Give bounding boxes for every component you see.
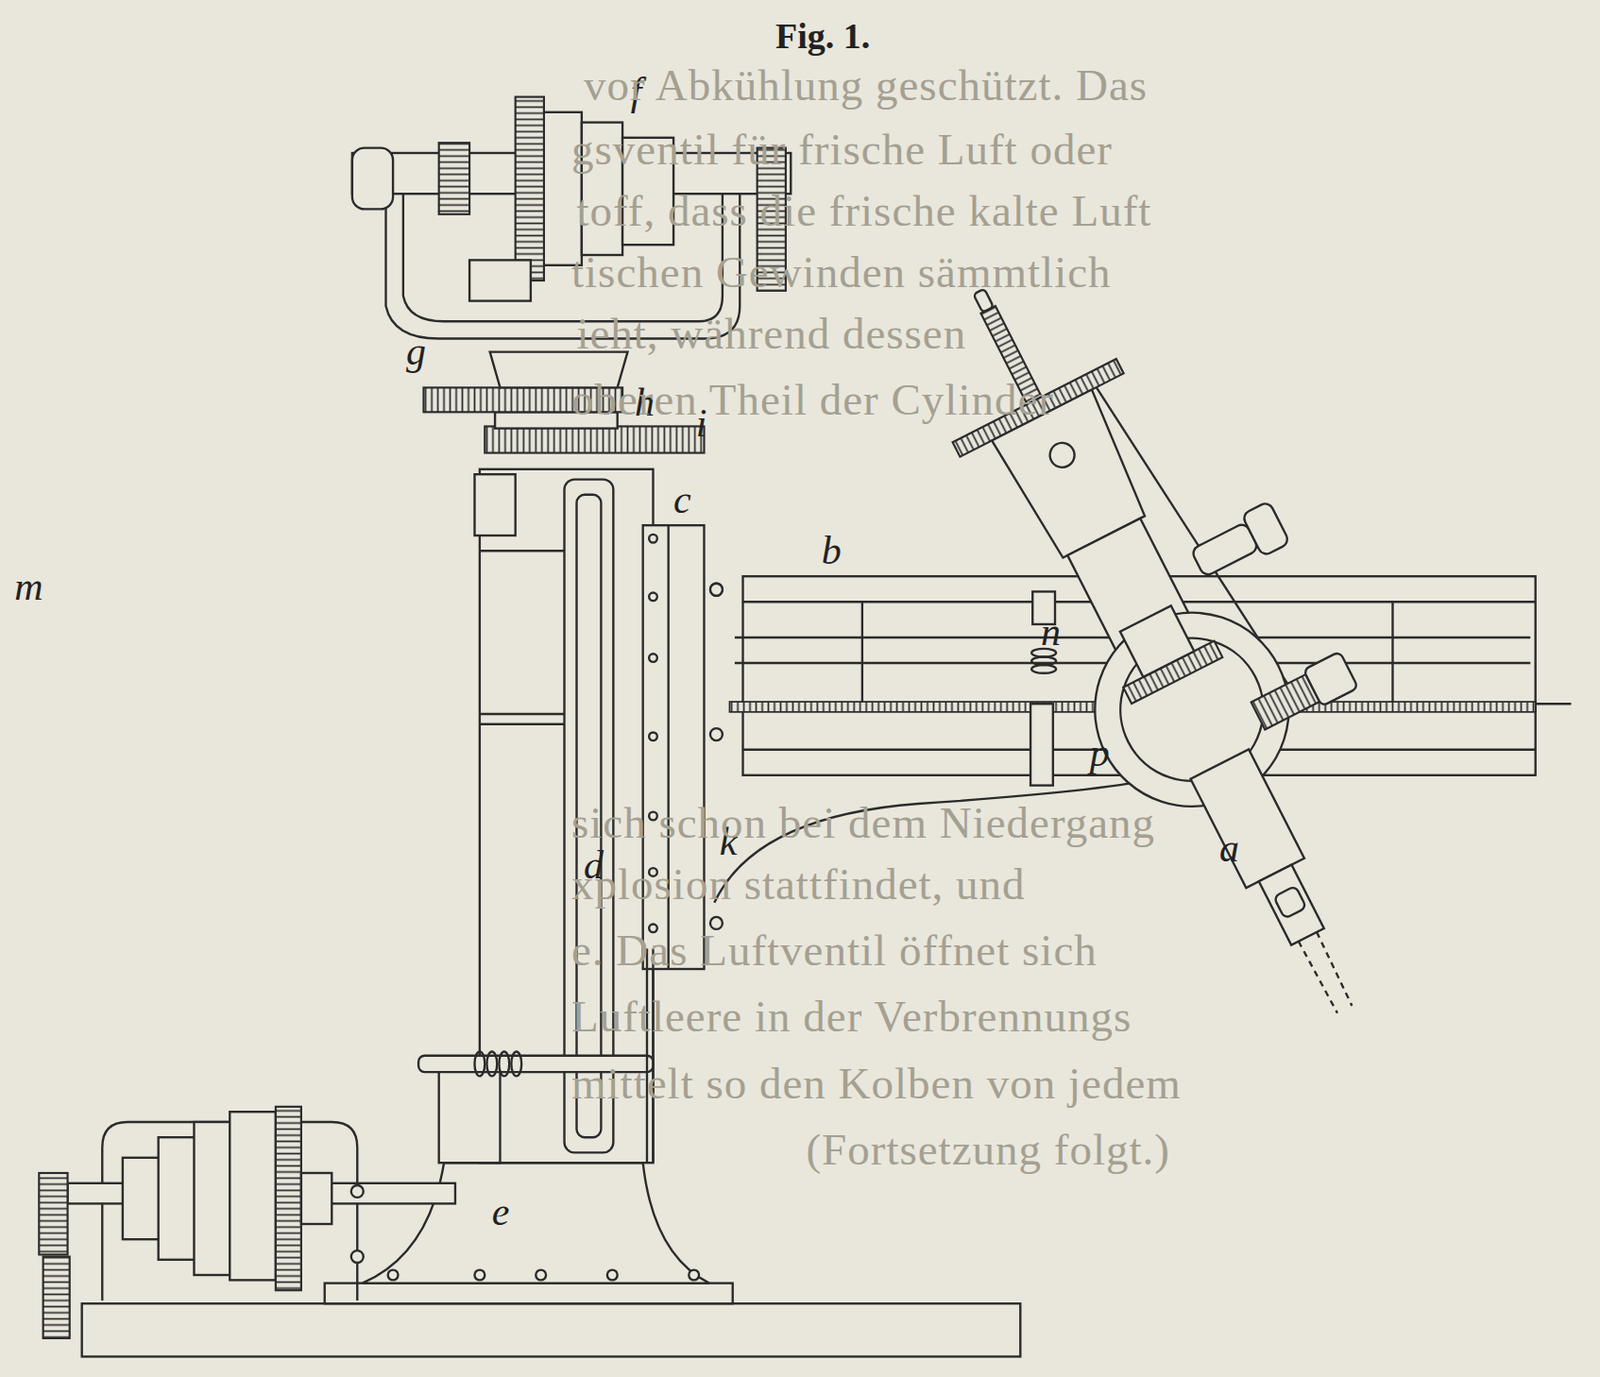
show-through-text: ieht, während dessen	[576, 311, 967, 357]
show-through-text: e. Das Luftventil öffnet sich	[571, 928, 1098, 973]
part-letter: b	[821, 530, 842, 571]
part-letter: c	[673, 479, 692, 520]
show-through-text: gsventil für frische Luft oder	[571, 127, 1113, 172]
part-letter: m	[14, 566, 43, 607]
part-letter: a	[1219, 828, 1240, 869]
show-through-text: oberen Theil der Cylinder	[571, 377, 1055, 423]
part-letter: p	[1089, 732, 1110, 773]
show-through-text: toff, dass die frische kalte Luft	[576, 188, 1152, 234]
part-letter: n	[1040, 612, 1061, 652]
show-through-text: sich schon bei dem Niedergang	[571, 800, 1156, 846]
show-through-text: tischen Gewinden sämmtlich	[571, 250, 1112, 295]
show-through-text: mittelt so den Kolben von jedem	[571, 1061, 1182, 1107]
show-through-text: xplosion stattfindet, und	[571, 862, 1026, 907]
part-letter: g	[406, 331, 426, 372]
figure-title: Fig. 1.	[775, 17, 870, 54]
part-letter: e	[492, 1191, 511, 1232]
show-through-text: vor Abkühlung geschützt. Das	[583, 63, 1148, 108]
show-through-text: Luftleere in der Verbrennungs	[571, 994, 1132, 1039]
show-through-text: (Fortsetzung folgt.)	[805, 1127, 1171, 1173]
